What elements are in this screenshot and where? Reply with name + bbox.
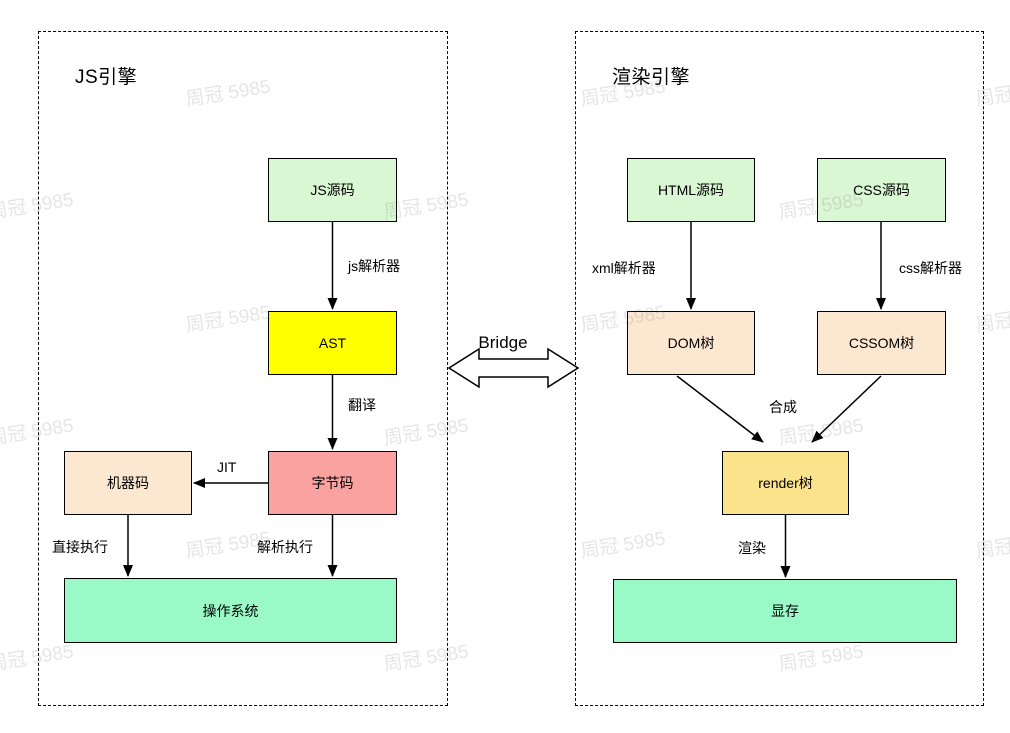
- node-cssom-tree-label: CSSOM树: [848, 335, 915, 351]
- edge-label-parse-exec: 解析执行: [257, 539, 313, 555]
- node-video-memory: 显存: [613, 579, 957, 643]
- node-html-source-label: HTML源码: [657, 182, 725, 198]
- node-dom-tree-label: DOM树: [667, 335, 715, 351]
- node-operating-system-label: 操作系统: [202, 602, 259, 619]
- js-engine-panel: JS引擎: [38, 31, 448, 706]
- node-js-source-label: JS源码: [310, 182, 355, 198]
- bridge-label: Bridge: [478, 333, 528, 352]
- node-dom-tree: DOM树: [627, 311, 755, 375]
- node-css-source: CSS源码: [817, 158, 946, 222]
- node-js-source: JS源码: [268, 158, 397, 222]
- edge-label-js-parser: js解析器: [348, 258, 401, 274]
- node-css-source-label: CSS源码: [853, 182, 910, 198]
- node-machine-code-label: 机器码: [107, 475, 149, 491]
- node-bytecode-label: 字节码: [311, 475, 354, 491]
- node-render-tree: render树: [722, 451, 849, 515]
- edge-label-css-parser: css解析器: [899, 260, 962, 276]
- node-ast-label: AST: [318, 335, 347, 351]
- edge-label-translate: 翻译: [348, 397, 376, 413]
- node-cssom-tree: CSSOM树: [817, 311, 946, 375]
- node-operating-system: 操作系统: [64, 578, 397, 643]
- edge-label-xml-parser: xml解析器: [592, 260, 656, 276]
- edge-label-direct-exec: 直接执行: [52, 539, 108, 555]
- node-html-source: HTML源码: [627, 158, 755, 222]
- edge-label-render: 渲染: [738, 540, 766, 556]
- node-render-tree-label: render树: [758, 475, 813, 491]
- edge-label-jit: JIT: [217, 459, 237, 475]
- bridge-double-arrow: [447, 347, 580, 389]
- node-bytecode: 字节码: [268, 451, 397, 515]
- node-machine-code: 机器码: [64, 451, 192, 515]
- edge-label-compose: 合成: [769, 399, 797, 415]
- node-video-memory-label: 显存: [771, 603, 799, 619]
- js-engine-title: JS引擎: [75, 67, 138, 88]
- node-ast: AST: [268, 311, 397, 375]
- render-engine-title: 渲染引擎: [612, 67, 691, 88]
